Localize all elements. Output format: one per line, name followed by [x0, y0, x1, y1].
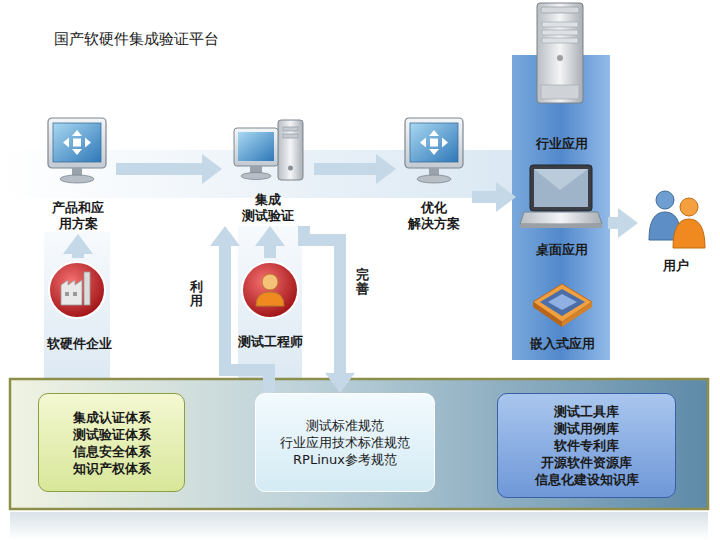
node-label: 测试工具库 测试用例库 软件专利库 开源软件资源库 信息化建设知识库 [531, 403, 643, 488]
server-icon-part [537, 3, 583, 103]
engineer-icon-part [262, 274, 278, 290]
flow-arrow [72, 254, 84, 258]
server-icon-part [557, 55, 563, 61]
laptop-icon-part [530, 165, 592, 211]
node-label: 行业应用 [536, 136, 588, 152]
user-node: 用户 [638, 186, 714, 276]
application-node: 行业应用 [518, 0, 606, 154]
flow-arrow [314, 163, 376, 175]
users-icon [649, 191, 705, 248]
process-node: 产品和应 用方案 [40, 112, 116, 234]
computer-icon [234, 120, 303, 180]
enterprise-icon-part [61, 280, 82, 305]
application-node: 嵌入式应用 [516, 272, 608, 354]
computer-icon-part [241, 173, 271, 180]
base-reflection [10, 512, 708, 540]
chip-icon-part [562, 302, 592, 327]
standard-box: 测试标准规范 行业应用技术标准规范 RPLinux参考规范 [255, 393, 435, 492]
computer-icon-part [250, 166, 262, 173]
enterprise-icon-part [73, 292, 77, 296]
engineer-icon [242, 262, 298, 318]
computer-icon-part [278, 120, 303, 180]
server-icon-part [541, 7, 579, 13]
laptop-icon [520, 165, 602, 228]
illustration-part [48, 118, 106, 183]
actor-node: 测试工程师 [234, 258, 306, 352]
enterprise-icon-part [49, 262, 105, 318]
server-icon-part [541, 85, 579, 99]
enterprise-icon [49, 262, 105, 318]
process-node: 优化 解决方案 [396, 112, 472, 234]
computer-icon-part [283, 127, 298, 131]
users-icon-part [673, 219, 705, 248]
node-label: 集成 测试验证 [238, 192, 298, 224]
chip-icon-part [533, 302, 562, 327]
laptop-icon-part [520, 212, 602, 224]
illustration-part [405, 118, 463, 183]
users-icon-part [656, 191, 674, 209]
edge-label: 完善 [356, 268, 369, 297]
system-box: 集成认证体系 测试验证体系 信息安全体系 知识产权体系 [38, 393, 185, 492]
flow-arrow [608, 217, 618, 229]
node-label: 测试标准规范 行业应用技术标准规范 RPLinux参考规范 [269, 417, 421, 468]
supply-column [44, 232, 110, 378]
application-node: 桌面应用 [516, 160, 608, 260]
supply-column [238, 226, 302, 378]
server-icon-part [542, 22, 578, 27]
library-box: 测试工具库 测试用例库 软件专利库 开源软件资源库 信息化建设知识库 [497, 393, 676, 498]
flow-arrow [116, 163, 202, 175]
diagram-title: 国产软硬件集成验证平台 [54, 30, 219, 49]
enterprise-icon-part [84, 272, 90, 305]
computer-icon-part [288, 166, 293, 171]
base-band [10, 379, 708, 509]
process-node: 集成 测试验证 [222, 112, 314, 226]
node-label: 软硬件企业 [47, 336, 112, 352]
flow-arrow [304, 226, 340, 373]
chip-icon-part [533, 284, 592, 322]
users-icon-part [680, 198, 698, 216]
node-label: 用户 [663, 258, 689, 274]
laptop-icon-part [534, 169, 588, 190]
node-label: 桌面应用 [536, 242, 588, 258]
chip-icon-part [548, 294, 577, 310]
node-label: 测试工程师 [238, 334, 303, 350]
laptop-icon-part [520, 224, 602, 228]
laptop-icon-part [534, 169, 588, 207]
enterprise-icon-part [65, 292, 69, 296]
server-icon-part [542, 38, 578, 43]
chip-icon [533, 284, 592, 327]
node-label: 优化 解决方案 [404, 200, 464, 232]
computer-icon-part [234, 128, 278, 166]
flow-arrow [472, 191, 496, 203]
engineer-icon-part [256, 292, 284, 306]
server-icon-part [542, 30, 578, 35]
engineer-icon-part [242, 262, 298, 318]
computer-icon-part [238, 132, 274, 161]
node-label: 产品和应 用方案 [48, 200, 108, 232]
flow-arrow [264, 246, 276, 258]
node-label: 集成认证体系 测试验证体系 信息安全体系 知识产权体系 [56, 409, 168, 477]
edge-label: 利用 [190, 280, 203, 309]
server-icon [537, 3, 583, 103]
node-label: 嵌入式应用 [530, 336, 595, 352]
actor-node: 软硬件企业 [34, 258, 124, 354]
flow-arrow [225, 246, 269, 393]
computer-icon-part [283, 134, 298, 138]
